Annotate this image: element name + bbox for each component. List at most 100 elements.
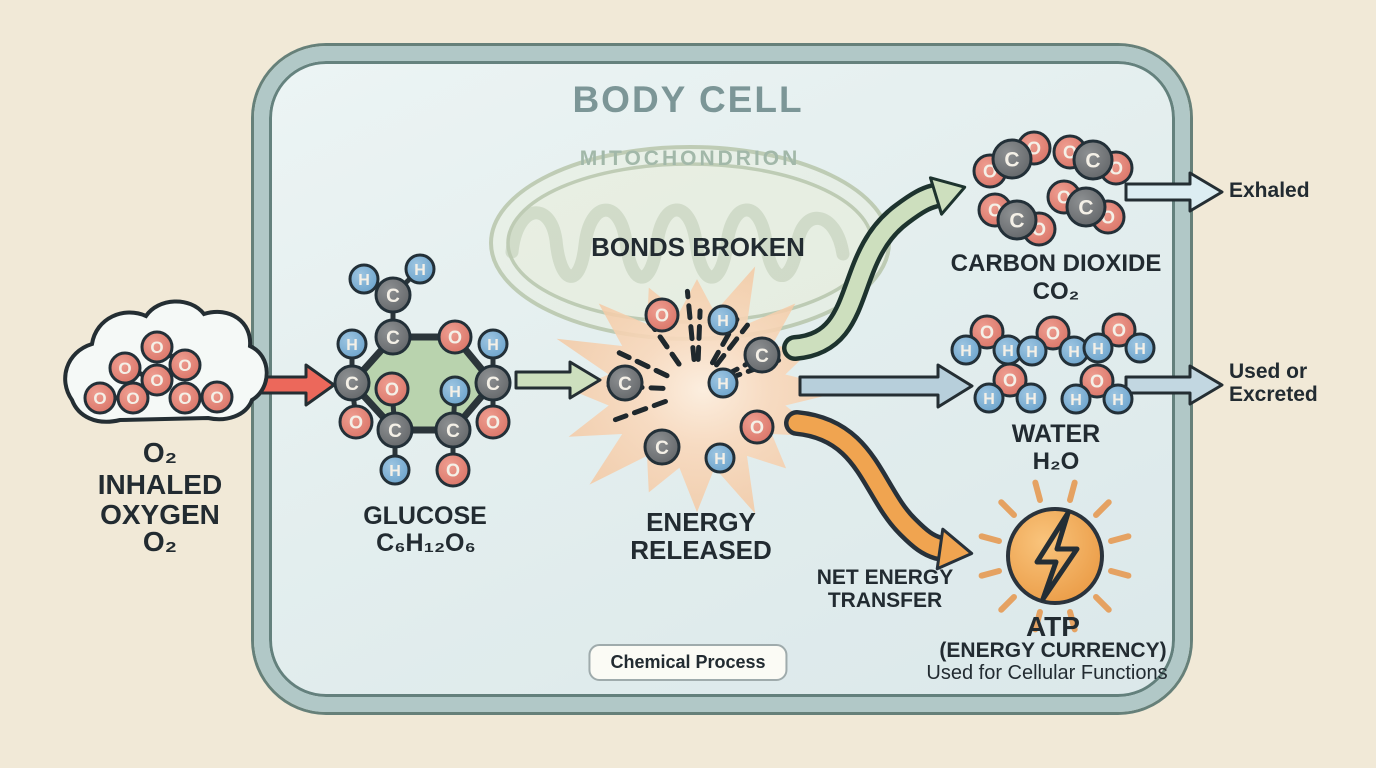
atom-C (743, 336, 781, 374)
burst-star (556, 266, 849, 514)
svg-text:H: H (1092, 341, 1104, 358)
atp-ray (1067, 609, 1078, 633)
svg-text:O: O (349, 412, 363, 432)
svg-text:H: H (717, 313, 729, 330)
svg-text:C: C (1085, 150, 1100, 173)
svg-text:O: O (446, 460, 460, 480)
svg-text:C: C (618, 374, 632, 395)
atom-O (140, 363, 174, 397)
atom-C (333, 364, 371, 402)
atom-C (996, 199, 1038, 241)
atom-O (83, 381, 117, 415)
atp-ray (998, 594, 1017, 613)
atp-ray (1108, 533, 1132, 544)
body-cell-title: BODY CELL (572, 79, 804, 120)
atom-H (1016, 335, 1048, 367)
svg-text:C: C (1078, 197, 1093, 220)
svg-text:H: H (358, 272, 370, 289)
svg-text:H: H (1134, 341, 1146, 358)
svg-text:C: C (386, 328, 400, 349)
atp-note: Used for Cellular Functions (926, 662, 1168, 684)
energy-released-label: ENERGY RELEASED (630, 507, 772, 566)
svg-text:H: H (714, 451, 726, 468)
atp-energy-icon (978, 479, 1132, 633)
atom-O (168, 381, 202, 415)
co2-arrow-head (928, 176, 967, 216)
atom-O (1035, 315, 1071, 351)
svg-text:O: O (150, 338, 163, 357)
svg-text:O: O (150, 371, 163, 390)
svg-text:C: C (345, 374, 359, 395)
atom-H (1102, 383, 1134, 415)
net-energy-arrow (784, 410, 974, 571)
svg-text:H: H (389, 463, 401, 480)
atom-O (140, 330, 174, 364)
atom-H (439, 375, 471, 407)
atom-H (348, 263, 380, 295)
exhaled-label: Exhaled (1229, 179, 1310, 202)
carbon-dioxide-formula: CO₂ (1032, 278, 1080, 305)
atom-H (404, 253, 436, 285)
atom-H (973, 382, 1005, 414)
co2-molecule: OOC (1046, 179, 1126, 235)
svg-text:H: H (414, 262, 426, 279)
carbon-dioxide-label: CARBON DIOXIDE (950, 250, 1162, 277)
broken-bond-dash (616, 350, 670, 379)
atom-O (992, 362, 1028, 398)
svg-text:C: C (1004, 149, 1019, 172)
atom-O (374, 371, 410, 407)
atp-ray (1032, 479, 1043, 503)
atom-C (376, 411, 414, 449)
lightning-bolt-icon (1034, 510, 1080, 602)
broken-bond-dash (714, 322, 750, 368)
atom-O (108, 351, 142, 385)
atom-O (338, 404, 374, 440)
svg-text:O: O (750, 417, 764, 437)
svg-text:H: H (487, 337, 499, 354)
atom-H (1060, 383, 1092, 415)
oxygen-formula: O₂ (142, 526, 178, 557)
svg-text:C: C (446, 421, 460, 442)
atom-C (374, 318, 412, 356)
svg-text:O: O (1003, 370, 1017, 390)
atp-ray (978, 568, 1002, 579)
water-arrow (798, 363, 974, 409)
water-label: WATER (1011, 420, 1101, 448)
atom-H (707, 367, 739, 399)
svg-text:H: H (346, 337, 358, 354)
inhaled-oxygen-label: INHALED OXYGEN (97, 469, 223, 531)
net-energy-arrow-head (935, 527, 974, 571)
atom-O (644, 297, 680, 333)
svg-text:H: H (1026, 344, 1038, 361)
atp-label: ATP (1026, 611, 1080, 642)
atp-ray (1032, 609, 1043, 633)
atom-O (200, 380, 234, 414)
atom-H (950, 334, 982, 366)
svg-text:O: O (210, 388, 223, 407)
atom-C (1065, 186, 1107, 228)
co2-molecule: OOC (977, 192, 1057, 247)
chemical-process-badge: Chemical Process (588, 644, 788, 681)
used-or-excreted-label: Used or Excreted (1229, 360, 1318, 406)
atom-C (1072, 139, 1114, 181)
atp-subtitle: (ENERGY CURRENCY) (939, 639, 1167, 662)
atp-ray (1108, 568, 1132, 579)
atom-H (1082, 332, 1114, 364)
atom-H (707, 304, 739, 336)
svg-text:O: O (486, 412, 500, 432)
glucose-ring (348, 333, 497, 434)
svg-text:H: H (1025, 391, 1037, 408)
svg-text:C: C (486, 374, 500, 395)
atp-ray (1067, 479, 1078, 503)
glucose-formula: C₆H₁₂O₆ (376, 529, 476, 557)
broken-bond-dash (695, 308, 703, 362)
svg-text:O: O (385, 379, 399, 399)
svg-text:O: O (1046, 323, 1060, 343)
svg-text:O: O (980, 322, 994, 342)
